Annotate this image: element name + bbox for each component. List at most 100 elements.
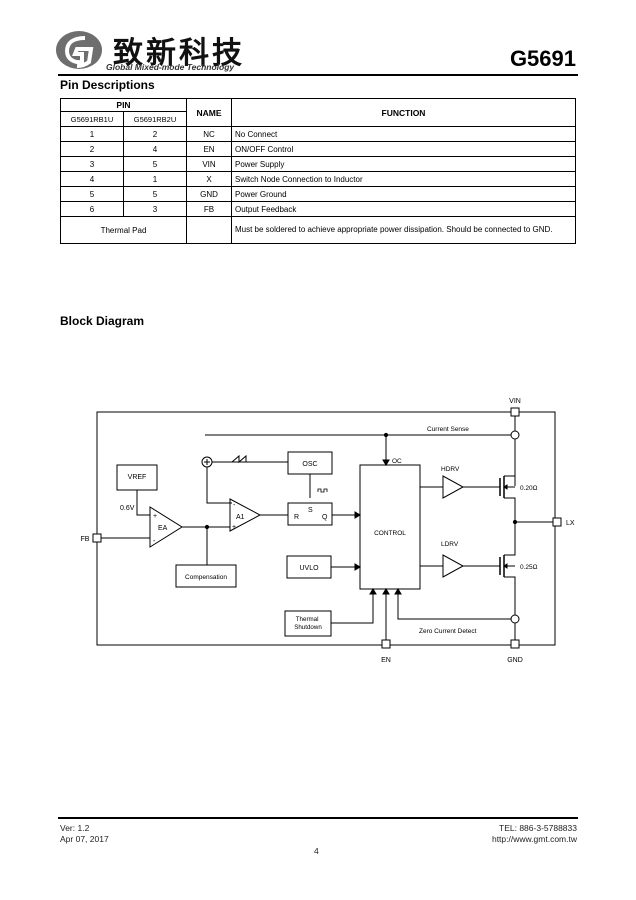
ea-minus-label: - <box>153 538 156 545</box>
arrow-icon <box>382 459 390 466</box>
current-sense-label: Current Sense <box>427 426 469 433</box>
pin-name: VIN <box>186 156 232 172</box>
ic-boundary <box>96 411 556 646</box>
high-fet-resistance: 0.20Ω <box>520 485 538 492</box>
oc-label: OC <box>392 458 402 465</box>
zero-current-wire <box>397 594 511 620</box>
website-link[interactable]: http://www.gmt.com.tw <box>491 834 577 844</box>
page-number: 4 <box>314 846 319 856</box>
fb-label: FB <box>81 536 90 543</box>
arrow-icon <box>394 588 402 595</box>
pin-number: 5 <box>60 186 124 202</box>
pin-function: Output Feedback <box>231 201 576 217</box>
thermal-pad-function: Must be soldered to achieve appropriate … <box>231 216 576 244</box>
rs-latch-block <box>287 502 333 526</box>
pin-function: Power Ground <box>231 186 576 202</box>
pin-number: 6 <box>60 201 124 217</box>
pin-number: 4 <box>123 141 187 157</box>
pin-number: 5 <box>123 186 187 202</box>
thermal-line-2: Shutdown <box>294 624 322 631</box>
pin-table: PIN NAME FUNCTION G5691RB1U G5691RB2U 1 … <box>60 98 576 244</box>
table-row: 5 5 GND Power Ground <box>60 186 576 202</box>
table-row: 1 2 NC No Connect <box>60 126 576 142</box>
ldrv-label: LDRV <box>441 541 459 548</box>
pin-name: EN <box>186 141 232 157</box>
sum-output-wire <box>206 467 232 504</box>
thermal-shutdown-label: Thermal Shutdown <box>294 616 322 631</box>
footer-rule <box>58 817 578 819</box>
pin-descriptions-title: Pin Descriptions <box>60 78 155 92</box>
thermal-line-1: Thermal <box>296 616 319 623</box>
pin-number: 1 <box>123 171 187 187</box>
low-fet-source <box>504 576 516 640</box>
hdrv-label: HDRV <box>441 466 460 473</box>
arrow-icon <box>354 511 361 519</box>
pin-name: NC <box>186 126 232 142</box>
pin-function: ON/OFF Control <box>231 141 576 157</box>
pin-name: GND <box>186 186 232 202</box>
vref-value-label: 0.6V <box>120 505 135 512</box>
ea-plus-label: + <box>153 513 157 520</box>
header-rule <box>58 74 578 76</box>
hdrv-driver <box>442 475 465 499</box>
table-row: 6 3 FB Output Feedback <box>60 201 576 217</box>
gnd-pin <box>510 639 520 649</box>
arrow-icon <box>503 484 508 490</box>
table-row: 3 5 VIN Power Supply <box>60 156 576 172</box>
pin-number: 2 <box>123 126 187 142</box>
company-logo-icon <box>56 31 102 69</box>
fb-pin <box>92 533 102 543</box>
arrow-icon <box>354 563 361 571</box>
latch-r-label: R <box>294 514 299 521</box>
a1-plus-label: + <box>232 524 236 531</box>
version: Ver: 1.2 <box>60 823 90 833</box>
sawtooth-icon <box>231 454 247 464</box>
compensation-block <box>175 564 237 588</box>
zero-current-node <box>510 614 520 624</box>
vin-label: VIN <box>509 398 521 405</box>
zero-current-label: Zero Current Detect <box>419 628 477 635</box>
low-fet-drain <box>504 522 516 556</box>
block-diagram-title: Block Diagram <box>60 314 145 328</box>
company-name-english: Global Mixed-mode Technology <box>106 62 235 72</box>
arrow-icon <box>503 563 508 569</box>
pin-function: Power Supply <box>231 156 576 172</box>
pin-number: 4 <box>60 171 124 187</box>
a1-label: A1 <box>236 514 245 521</box>
vin-pin <box>510 407 520 417</box>
high-fet-source <box>504 497 516 522</box>
control-block <box>359 464 421 590</box>
table-row: 4 1 X Switch Node Connection to Inductor <box>60 171 576 187</box>
pin-number: 3 <box>60 156 124 172</box>
uvlo-label: UVLO <box>299 565 319 572</box>
en-pin <box>381 639 391 649</box>
a1-minus-label: - <box>233 502 236 509</box>
control-label: CONTROL <box>374 530 406 537</box>
lx-pin <box>552 517 562 527</box>
vref-wire <box>136 490 150 516</box>
lx-label: LX <box>566 520 575 527</box>
low-fet-resistance: 0.25Ω <box>520 564 538 571</box>
en-label: EN <box>381 657 391 664</box>
ea-amplifier <box>149 506 183 548</box>
company-name-chinese: 致新科技 <box>113 36 245 71</box>
thermal-pad-label: Thermal Pad <box>60 216 187 244</box>
pin-number: 1 <box>60 126 124 142</box>
function-header: FUNCTION <box>231 98 576 127</box>
gnd-label: GND <box>507 657 523 664</box>
pin-header: PIN <box>60 98 187 112</box>
pin-name: FB <box>186 201 232 217</box>
osc-label: OSC <box>302 461 317 468</box>
thermal-pad-name <box>186 216 232 244</box>
arrow-icon <box>382 588 390 595</box>
block-diagram: VIN Current Sense OC CONTROL HDRV 0.20Ω … <box>81 398 575 664</box>
pin-name: X <box>186 171 232 187</box>
latch-s-label: S <box>308 507 313 514</box>
release-date: Apr 07, 2017 <box>60 834 109 844</box>
table-row: Thermal Pad Must be soldered to achieve … <box>60 216 576 244</box>
part-number: G5691 <box>509 46 576 71</box>
arrow-icon <box>369 588 377 595</box>
ldrv-driver <box>442 554 465 578</box>
telephone: TEL: 886-3-5788833 <box>499 823 577 833</box>
table-row: 2 4 EN ON/OFF Control <box>60 141 576 157</box>
